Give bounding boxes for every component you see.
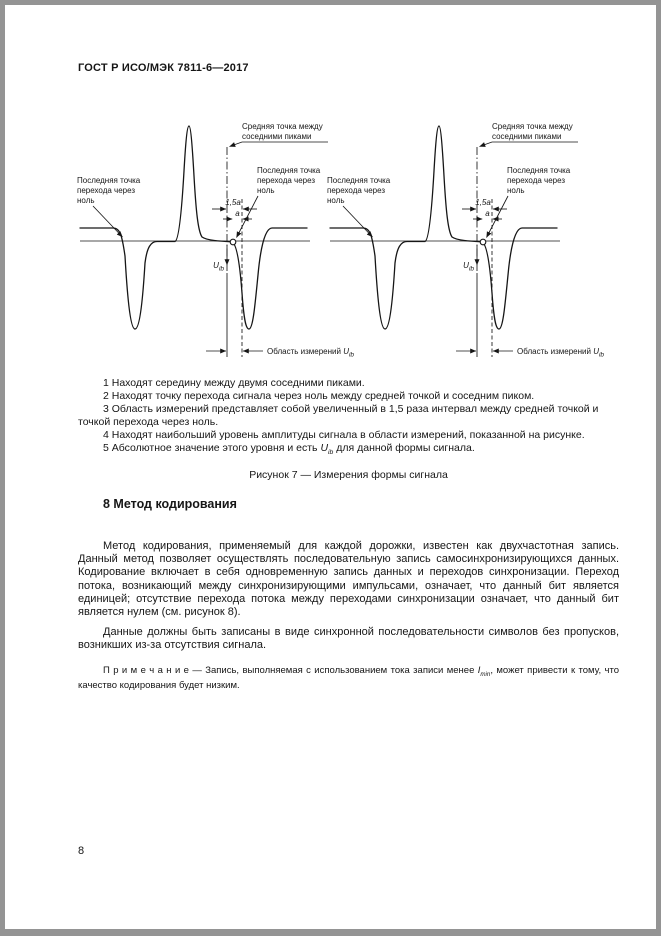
last-zero-left-label-line2: перехода через — [77, 186, 135, 195]
mid-point-label-line1: Средняя точка между — [242, 122, 323, 131]
dim-a-label: а — [485, 209, 490, 218]
u-subscript: ib — [349, 352, 354, 359]
body-paragraph-2: Данные должны быть записаны в виде синхр… — [78, 626, 619, 652]
figure-step-2: 2 Находят точку перехода сигнала через н… — [103, 390, 535, 402]
note-text: , может привести к тому, что качество ко… — [78, 664, 619, 691]
last-zero-left-label-line1: Последняя точка — [327, 176, 391, 185]
last-zero-label-line1: Последняя точка — [257, 166, 321, 175]
mid-point-label-line2: соседними пиками — [242, 132, 311, 141]
last-zero-label-line2: перехода через — [257, 176, 315, 185]
mid-point-label-line1: Средняя точка между — [492, 122, 573, 131]
zero-cross-marker — [229, 238, 237, 246]
last-zero-left-label-line2: перехода через — [327, 186, 385, 195]
i-symbol-letter: I — [477, 664, 481, 676]
dim-a-label: а — [235, 209, 240, 218]
figure-7-waveform-measurement: 1,5а а Uib Область измерений Uib Средняя… — [77, 122, 604, 359]
leader-line — [92, 205, 123, 238]
i-subscript: min — [480, 670, 491, 678]
area-label-text: Область измерений — [517, 347, 593, 356]
waveform-path — [329, 125, 558, 330]
amplitude-symbol: Uib — [213, 261, 224, 273]
step-text: 5 Абсолютное значение этого уровня и ест… — [103, 442, 321, 454]
area-label-text: Область измерений — [267, 347, 343, 356]
amplitude-symbol: Uib — [463, 261, 474, 273]
waveform-path — [79, 125, 308, 330]
note-text: П р и м е ч а н и е — Запись, выполняема… — [103, 664, 478, 676]
last-zero-label-line2: перехода через — [507, 176, 565, 185]
u-symbol-letter: U — [320, 442, 329, 454]
leader-line — [342, 205, 373, 238]
leader-line — [486, 195, 509, 238]
figure-step-1: 1 Находят середину между двумя соседними… — [103, 377, 365, 389]
u-subscript: ib — [599, 352, 604, 359]
u-subscript: ib — [219, 266, 224, 273]
u-symbol: U — [463, 261, 469, 270]
measure-area-label: Область измерений Uib — [267, 347, 354, 359]
u-symbol: Uib — [320, 442, 334, 457]
standard-number: ГОСТ Р ИСО/МЭК 7811-6—2017 — [78, 62, 249, 74]
body-paragraph-1: Метод кодирования, применяемый для каждо… — [78, 540, 619, 619]
document-page: ГОСТ Р ИСО/МЭК 7811-6—2017 1,5а а Uib — [5, 5, 656, 929]
last-zero-left-label-line1: Последняя точка — [77, 176, 141, 185]
figure-steps: 1 Находят середину между двумя соседними… — [78, 377, 619, 459]
leader-line — [236, 195, 259, 238]
note-paragraph: П р и м е ч а н и е — Запись, выполняема… — [78, 665, 619, 692]
last-zero-label-line3: ноль — [257, 186, 275, 195]
u-symbol: U — [343, 347, 349, 356]
waveform-diagram: 1,5а а Uib Область измерений Uib Средняя… — [327, 122, 604, 359]
figure-step-5: 5 Абсолютное значение этого уровня и ест… — [78, 442, 619, 459]
last-zero-left-label-line3: ноль — [327, 196, 345, 205]
measure-area-label: Область измерений Uib — [517, 347, 604, 359]
section-heading: 8 Метод кодирования — [103, 497, 237, 511]
u-subscript: ib — [469, 266, 474, 273]
waveform-diagram: 1,5а а Uib Область измерений Uib Средняя… — [77, 122, 354, 359]
i-min-symbol: Imin — [477, 664, 491, 678]
page-number: 8 — [78, 845, 85, 857]
figure-step-3: 3 Область измерений представляет собой у… — [78, 403, 599, 428]
last-zero-label-line1: Последняя точка — [507, 166, 571, 175]
step-text: для данной формы сигнала. — [333, 442, 475, 454]
last-zero-left-label-line3: ноль — [77, 196, 95, 205]
figure-step-4: 4 Находят наибольший уровень амплитуды с… — [103, 429, 585, 441]
u-symbol: U — [593, 347, 599, 356]
dim-15a-label: 1,5а — [225, 198, 241, 207]
leader-line — [229, 141, 328, 147]
u-symbol: U — [213, 261, 219, 270]
zero-cross-marker — [479, 238, 487, 246]
figure-caption: Рисунок 7 — Измерения формы сигнала — [249, 469, 448, 481]
u-subscript: ib — [328, 449, 334, 457]
last-zero-label-line3: ноль — [507, 186, 525, 195]
leader-line — [479, 141, 578, 147]
dim-15a-label: 1,5а — [475, 198, 491, 207]
mid-point-label-line2: соседними пиками — [492, 132, 561, 141]
